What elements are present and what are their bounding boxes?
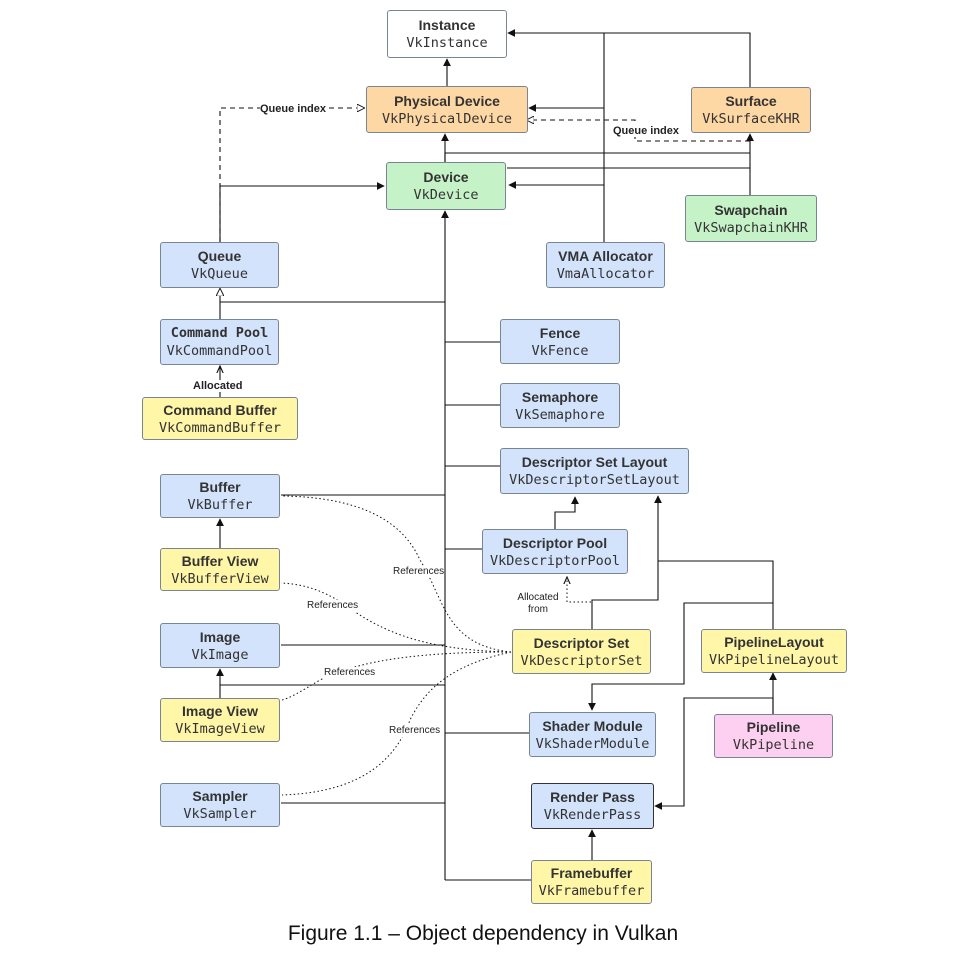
sampler-code: VkSampler xyxy=(183,806,257,822)
command-pool-title: Command Pool xyxy=(170,325,269,341)
edge-dset-dsl xyxy=(591,495,662,629)
edge-descset-imageview-ref xyxy=(281,651,512,701)
sampler-node: Sampler VkSampler xyxy=(160,783,280,827)
edge-device-surface xyxy=(444,152,750,162)
command-buffer-title: Command Buffer xyxy=(163,401,277,418)
image-code: VkImage xyxy=(191,646,249,663)
semaphore-title: Semaphore xyxy=(521,388,599,405)
vma-allocator-code: VmaAllocator xyxy=(556,266,655,282)
edge-descset-dpool-ref xyxy=(567,577,593,629)
edge-queue-physdevice-dashed xyxy=(219,108,364,242)
buffer-code: VkBuffer xyxy=(187,497,253,513)
sampler-title: Sampler xyxy=(192,788,248,804)
descriptor-set-title: Descriptor Set xyxy=(533,634,630,651)
queue-node: Queue VkQueue xyxy=(160,242,279,288)
pipeline-layout-node: PipelineLayout VkPipelineLayout xyxy=(701,629,847,673)
image-title: Image xyxy=(199,628,241,645)
edge-descset-bufferview-ref xyxy=(280,582,512,653)
render-pass-code: VkRenderPass xyxy=(543,807,642,823)
render-pass-title: Render Pass xyxy=(550,789,635,805)
edge-imageview-image xyxy=(220,669,445,698)
command-buffer-code: VkCommandBuffer xyxy=(159,419,281,436)
fence-node: Fence VkFence xyxy=(500,319,620,364)
edge-playout-dsl xyxy=(658,560,774,629)
physical-device-title: Physical Device xyxy=(394,92,500,109)
edge-surface-physdevice-dashed xyxy=(527,120,750,142)
semaphore-node: Semaphore VkSemaphore xyxy=(500,383,620,428)
semaphore-code: VkSemaphore xyxy=(515,406,605,423)
allocated-label: Allocated xyxy=(193,380,243,392)
references-label-1: References xyxy=(393,566,445,578)
descriptor-pool-node: Descriptor Pool VkDescriptorPool xyxy=(482,529,628,574)
descriptor-pool-title: Descriptor Pool xyxy=(502,534,608,551)
physical-device-code: VkPhysicalDevice xyxy=(381,110,513,127)
device-node: Device VkDevice xyxy=(386,162,506,210)
image-node: Image VkImage xyxy=(160,623,280,668)
shader-module-node: Shader Module VkShaderModule xyxy=(529,712,656,757)
swapchain-code: VkSwapchainKHR xyxy=(694,219,808,236)
descriptor-set-layout-code: VkDescriptorSetLayout xyxy=(509,472,680,488)
surface-node: Surface VkSurfaceKHR xyxy=(691,87,811,133)
instance-code: VkInstance xyxy=(406,35,488,51)
edge-descset-sampler-ref xyxy=(281,651,512,796)
surface-title: Surface xyxy=(725,93,777,109)
pipeline-code: VkPipeline xyxy=(732,737,815,753)
fence-code: VkFence xyxy=(531,342,589,359)
queue-index-label-1: Queue index xyxy=(260,103,327,115)
pipeline-layout-code: VkPipelineLayout xyxy=(708,652,840,668)
descriptor-set-node: Descriptor Set VkDescriptorSet xyxy=(512,629,651,674)
pipeline-layout-title: PipelineLayout xyxy=(724,634,824,650)
buffer-view-code: VkBufferView xyxy=(171,570,269,587)
physical-device-node: Physical Device VkPhysicalDevice xyxy=(366,86,528,133)
device-code: VkDevice xyxy=(413,187,479,203)
surface-code: VkSurfaceKHR xyxy=(702,111,800,127)
shader-module-title: Shader Module xyxy=(542,717,643,734)
pipeline-node: Pipeline VkPipeline xyxy=(714,714,833,758)
edge-pipeline-renderpass xyxy=(654,697,774,810)
buffer-view-title: Buffer View xyxy=(181,552,259,569)
edge-dpool-dsl xyxy=(554,496,579,529)
instance-title: Instance xyxy=(418,17,476,33)
allocated-from-label: Allocated from xyxy=(517,592,559,615)
edge-cmdpool-device xyxy=(219,301,445,319)
edge-surface-instance xyxy=(507,29,751,87)
descriptor-set-layout-title: Descriptor Set Layout xyxy=(521,454,668,470)
image-view-title: Image View xyxy=(181,703,258,719)
edge-playout-shader xyxy=(588,602,773,711)
framebuffer-code: VkFramebuffer xyxy=(538,883,645,899)
instance-node: Instance VkInstance xyxy=(387,10,507,58)
command-pool-node: Command Pool VkCommandPool xyxy=(160,319,279,365)
references-label-4: References xyxy=(389,725,441,737)
command-pool-code: VkCommandPool xyxy=(166,343,273,359)
queue-index-label-2: Queue index xyxy=(613,125,680,137)
references-label-3: References xyxy=(324,667,376,679)
swapchain-title: Swapchain xyxy=(714,201,788,218)
framebuffer-node: Framebuffer VkFramebuffer xyxy=(531,860,652,904)
framebuffer-title: Framebuffer xyxy=(550,865,633,881)
buffer-title: Buffer xyxy=(199,479,241,495)
edge-queue-device xyxy=(219,182,385,242)
buffer-node: Buffer VkBuffer xyxy=(160,474,280,518)
image-view-code: VkImageView xyxy=(175,721,265,737)
fence-title: Fence xyxy=(539,324,581,341)
pipeline-title: Pipeline xyxy=(746,719,801,735)
references-label-2: References xyxy=(307,600,359,612)
swapchain-node: Swapchain VkSwapchainKHR xyxy=(685,195,817,242)
descriptor-set-layout-node: Descriptor Set Layout VkDescriptorSetLay… xyxy=(500,448,689,494)
device-title: Device xyxy=(423,169,469,185)
descriptor-set-code: VkDescriptorSet xyxy=(520,652,643,669)
queue-code: VkQueue xyxy=(191,266,248,282)
image-view-node: Image View VkImageView xyxy=(160,698,280,742)
render-pass-node: Render Pass VkRenderPass xyxy=(531,783,654,829)
vma-allocator-node: VMA Allocator VmaAllocator xyxy=(546,242,665,288)
figure-caption: Figure 1.1 – Object dependency in Vulkan xyxy=(287,922,679,945)
descriptor-pool-code: VkDescriptorPool xyxy=(489,552,621,569)
command-buffer-node: Command Buffer VkCommandBuffer xyxy=(142,397,298,440)
queue-title: Queue xyxy=(197,248,242,264)
shader-module-code: VkShaderModule xyxy=(535,735,650,752)
buffer-view-node: Buffer View VkBufferView xyxy=(160,548,280,591)
vma-allocator-title: VMA Allocator xyxy=(558,248,653,264)
